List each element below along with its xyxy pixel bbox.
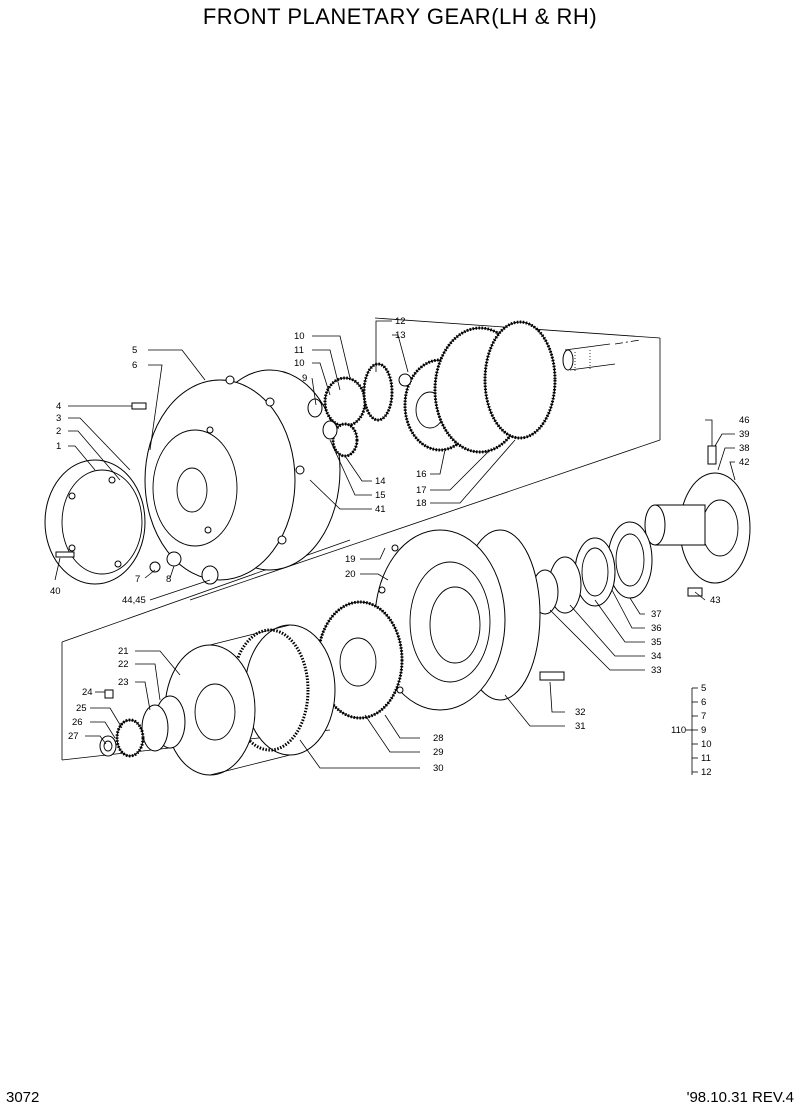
callout: 26 [72,717,83,728]
kit-110-bracket: 110 5 6 7 9 10 11 12 [671,683,712,778]
kit-item: 10 [701,739,712,750]
callout: 41 [375,504,386,515]
callout: 13 [395,330,406,341]
callout: 38 [739,443,750,454]
callout: 14 [375,476,386,487]
callout: 7 [135,574,140,585]
page-title: FRONT PLANETARY GEAR(LH & RH) [202,4,598,29]
callout: 6 [132,360,137,371]
callout: 36 [651,623,662,634]
revision-date: '98.10.31 REV.4 [686,1089,794,1106]
callout: 10 [294,331,305,342]
kit-label: 110 [671,725,686,736]
callout: 25 [76,703,87,714]
callout: 37 [651,609,662,620]
callout: 32 [575,707,586,718]
callout: 1 [56,441,61,452]
callout: 27 [68,731,79,742]
callout: 21 [118,646,129,657]
kit-item: 7 [701,711,706,722]
carrier-housing [144,369,341,581]
kit-item: 6 [701,697,706,708]
callout: 20 [345,569,356,580]
callout: 30 [433,763,444,774]
ring-gear-upper [433,320,557,454]
callout: 16 [416,469,427,480]
callout: 23 [118,677,129,688]
cover-plate [44,459,146,585]
callout: 24 [82,687,93,698]
callout: 9 [302,373,307,384]
callout: 11 [294,345,304,356]
callout: 46 [739,415,750,426]
bearings-seals [531,521,653,615]
kit-item: 12 [701,767,712,778]
kit-item: 5 [701,683,706,694]
callout: 34 [651,651,662,662]
callout: 22 [118,659,129,670]
callout: 43 [710,595,721,606]
callout: 42 [739,457,750,468]
wheel-hub [374,529,541,711]
callout: 5 [132,345,137,356]
hardware [55,402,717,699]
page-number: 3072 [6,1089,40,1106]
callout: 40 [50,586,61,597]
callout: 35 [651,637,662,648]
callout: 15 [375,490,386,501]
callout: 19 [345,554,356,565]
callout: 10 [294,358,305,369]
kit-item: 11 [701,753,711,764]
callout: 17 [416,485,427,496]
callout: 3 [56,413,61,424]
callout: 8 [166,574,171,585]
hub-flange [644,472,751,584]
planet-gears [307,362,394,458]
kit-item: 9 [701,725,706,736]
thrust-washers [99,695,186,758]
callout: 31 [575,721,586,732]
callout: 18 [416,498,427,509]
gear-drum [164,624,336,776]
leader-lines [54,320,736,775]
callout: 28 [433,733,444,744]
callout: 4 [56,401,61,412]
callout: 29 [433,747,444,758]
drive-shaft [562,339,641,372]
callout: 44,45 [122,595,146,606]
callout: 33 [651,665,662,676]
callout: 2 [56,426,61,437]
callout-labels: 1 2 3 4 5 6 7 8 9 10 10 11 12 13 14 15 1… [50,316,750,774]
callout: 39 [739,429,750,440]
callout: 12 [395,316,406,327]
